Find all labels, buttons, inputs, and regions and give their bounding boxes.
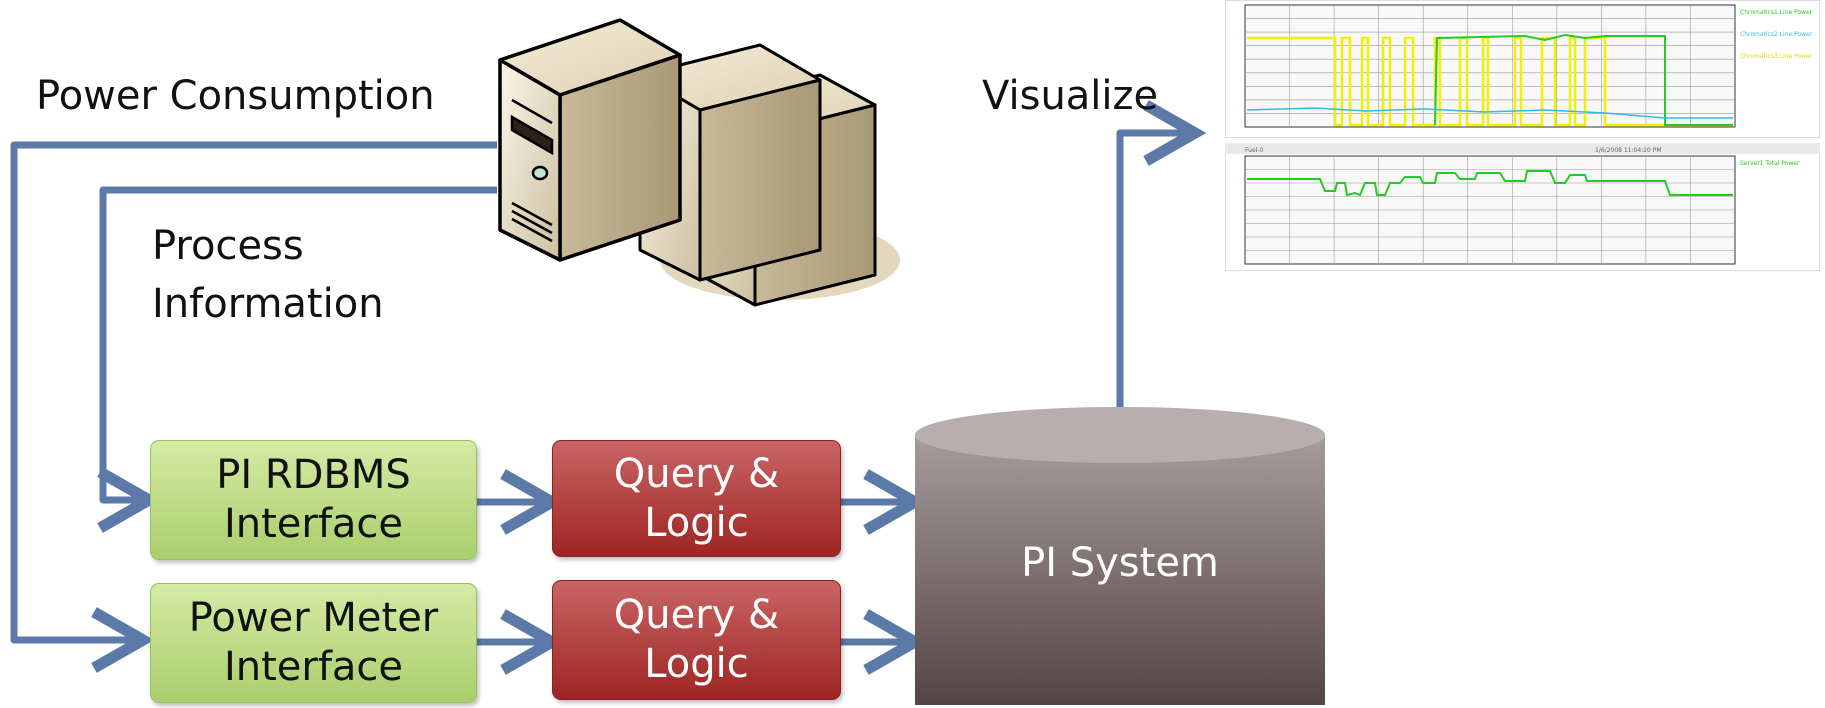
pi-system-label: PI System [1021, 540, 1219, 586]
trend-top-legend-2: Chromatics2 Line Power [1740, 31, 1813, 38]
query-logic-bottom-line1: Query & [613, 592, 780, 639]
trend-screenshot-top: Chromatics1 Line Power Chromatics2 Line … [1225, 0, 1820, 138]
information-label: Information [152, 281, 384, 327]
trend-bottom-grid [1245, 156, 1735, 264]
power-consumption-arrow [10, 141, 497, 673]
visualize-arrow [1116, 100, 1207, 408]
query-logic-top-line2: Logic [644, 499, 749, 546]
trend-top-grid [1245, 5, 1735, 127]
power-consumption-label: Power Consumption [36, 73, 435, 119]
query-logic-top-line1: Query & [613, 450, 780, 497]
process-label: Process [152, 223, 304, 269]
query-logic-top-box: Query & Logic [552, 440, 841, 557]
power-meter-line1: Power Meter [188, 595, 439, 642]
process-information-arrow [97, 186, 497, 533]
visualize-label: Visualize [982, 73, 1159, 119]
trend-top-cyan-series [1246, 107, 1733, 119]
trend-top-green-series [1434, 33, 1733, 126]
power-meter-interface-box: Power Meter Interface [150, 583, 477, 703]
power-meter-line2: Interface [223, 644, 404, 690]
trend-top-legend-1: Chromatics1 Line Power [1740, 9, 1813, 16]
pi-system-database-cylinder [915, 407, 1325, 705]
trend-bottom-green-series [1247, 170, 1733, 197]
query-logic-bottom-line2: Logic [644, 641, 749, 687]
trend-screenshot-bottom: Fuel-0 1/6/2008 11:04:20 PM Server1 Tota… [1225, 143, 1820, 271]
trend-bottom-timestamp: 1/6/2008 11:04:20 PM [1595, 147, 1662, 154]
query-logic-bottom-box: Query & Logic [552, 580, 841, 700]
server-computer-icon [498, 18, 900, 307]
trend-bottom-legend-1: Server1 Total Power [1740, 160, 1800, 167]
pi-rdbms-line1: PI RDBMS [216, 452, 411, 499]
pi-rdbms-line2: Interface [223, 501, 404, 547]
pi-rdbms-interface-box: PI RDBMS Interface [150, 440, 477, 560]
trend-top-legend-3: Chromatics3 Line Power [1740, 53, 1813, 60]
trend-bottom-title: Fuel-0 [1245, 147, 1263, 154]
